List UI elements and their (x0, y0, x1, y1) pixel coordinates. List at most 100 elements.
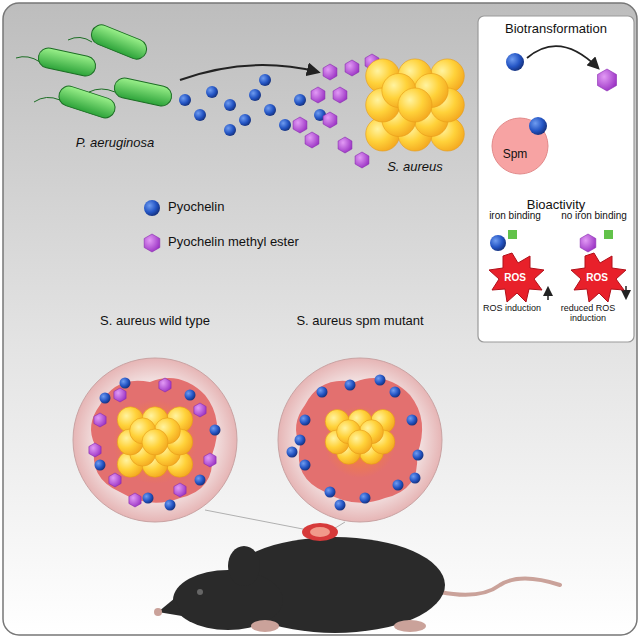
methyl-ester-hexagon (114, 388, 126, 402)
label-text: ROS induction (480, 303, 544, 313)
inset-panel (478, 16, 634, 342)
node-text: Spm (492, 148, 538, 162)
pyochelin-dot (407, 415, 418, 426)
pyochelin-dot (317, 387, 328, 398)
legend-text: Pyochelin methyl ester (168, 235, 299, 250)
label-text: iron binding (480, 210, 550, 222)
pyochelin-dot (279, 119, 291, 131)
background-panel (3, 3, 637, 635)
pyochelin-dot (120, 378, 131, 389)
pyochelin-dot (300, 415, 311, 426)
methyl-ester-hexagon (580, 234, 596, 252)
pyochelin-dot (294, 94, 306, 106)
methyl-ester-hexagon (109, 473, 121, 487)
wild-type-lesion (73, 358, 237, 522)
pyochelin-dot (413, 450, 424, 461)
lesion-node: S. aureus spm mutant (275, 314, 445, 524)
methyl-ester-hexagon (94, 413, 106, 427)
pyochelin-dot (239, 114, 251, 126)
pyochelin-dot (224, 99, 236, 111)
s-aureus-cell (398, 88, 432, 122)
pyochelin-dot (345, 380, 356, 391)
pyochelin-dot (390, 387, 401, 398)
iron-square (508, 230, 517, 239)
methyl-ester-hexagon (159, 378, 171, 392)
inset-panel-node: BiotransformationBioactivitySpmROSROS (478, 16, 634, 342)
pyochelin-dot (195, 475, 206, 486)
pyochelin-dot (185, 390, 196, 401)
pyochelin-dot (165, 500, 176, 511)
ros-node: ROS (572, 256, 622, 304)
pyochelin-dot (360, 493, 371, 504)
methyl-ester-hexagon (333, 87, 347, 103)
methyl-ester-hexagon (174, 483, 186, 497)
transfer-arrow (180, 65, 318, 80)
methyl-ester-hexagon (129, 493, 141, 507)
pyochelin-dot (249, 89, 261, 101)
methyl-ester-hexagon (323, 64, 337, 80)
label-text: P. aeruginosa (40, 136, 190, 151)
conversion-arrow (527, 46, 598, 68)
pyochelin-dot (179, 94, 191, 106)
p-aeruginosa-cells (16, 22, 173, 121)
pyochelin-dot (144, 200, 160, 216)
pyochelin-dot (529, 117, 547, 135)
methyl-ester-hexagon (338, 137, 352, 153)
iron-square (604, 230, 613, 239)
spm-node: Spm (492, 118, 548, 174)
pyochelin-dot (194, 109, 206, 121)
pyochelin-dot (375, 375, 386, 386)
methyl-ester-hexagon (89, 443, 101, 457)
ros-burst (489, 253, 544, 302)
s-aureus-cell (348, 430, 372, 454)
methyl-ester-hexagon (293, 117, 307, 133)
pyochelin-dot (143, 493, 154, 504)
methyl-ester-hexagon (305, 132, 319, 148)
pyochelin-dot (325, 487, 336, 498)
pyochelin-dot (100, 393, 111, 404)
pyochelin-dot (393, 480, 404, 491)
methyl-ester-hexagon (345, 60, 359, 76)
up-arrow (547, 288, 549, 300)
pyochelin-dot (287, 447, 298, 458)
s-aureus-cell (142, 429, 168, 455)
methyl-ester-hexagon (598, 69, 617, 91)
label-text: S. aureus (345, 160, 485, 175)
label-text: no iron binding (556, 210, 632, 222)
mutant-lesion (278, 358, 442, 522)
node-text: Biotransformation (478, 22, 634, 37)
label-text: reduced ROS induction (555, 303, 621, 324)
down-arrow (625, 286, 627, 298)
ros-node: ROS (490, 256, 540, 304)
pyochelin-dot (210, 425, 221, 436)
mouse (154, 523, 560, 633)
pyochelin-dot (335, 500, 346, 511)
methyl-ester-hexagon (204, 453, 216, 467)
pyochelin-dot (95, 460, 106, 471)
node-text: ROS (490, 272, 540, 284)
pyochelin-dot (224, 124, 236, 136)
pyochelin-dot (206, 86, 218, 98)
node-text: S. aureus wild type (85, 314, 225, 329)
methyl-ester-hexagon (194, 403, 206, 417)
pyochelin-dot (410, 473, 421, 484)
methyl-ester-hexagon (323, 112, 337, 128)
leader-line (205, 510, 308, 530)
pyochelin-dot (506, 53, 524, 71)
pyochelin-dot (300, 460, 311, 471)
legend-text: Pyochelin (168, 200, 224, 215)
node-text: ROS (572, 272, 622, 284)
methyl-ester-hexagon (311, 87, 325, 103)
pyochelin-dot (264, 104, 276, 116)
methyl-ester-hexagon (355, 152, 369, 168)
pyochelin-dot (295, 435, 306, 446)
pyochelin-dot (259, 74, 271, 86)
node-text: S. aureus spm mutant (290, 314, 430, 329)
ros-burst (571, 253, 626, 302)
methyl-ester-hexagon (144, 234, 160, 252)
molecules-and-cells (89, 53, 617, 511)
pyochelin-dot (490, 235, 506, 251)
spm-enzyme (492, 118, 548, 174)
lesion-node: S. aureus wild type (70, 314, 240, 524)
